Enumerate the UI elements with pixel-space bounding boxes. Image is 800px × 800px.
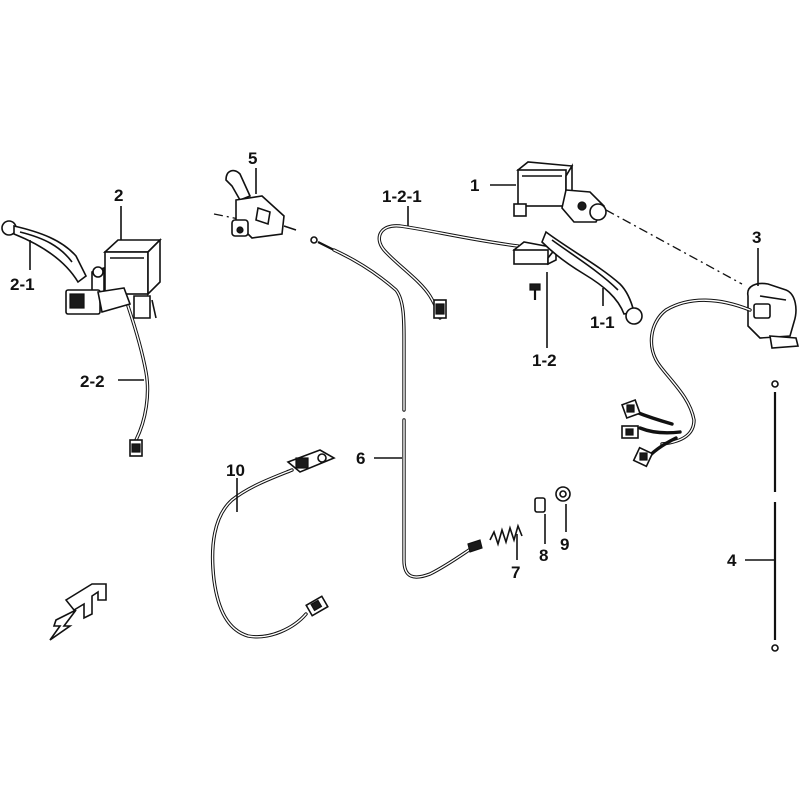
part-3-switch-housing	[621, 282, 800, 468]
part-2-master-cylinder	[1, 220, 162, 457]
label-4: 4	[727, 551, 737, 570]
part-4-rod	[771, 380, 779, 652]
part-10-switch-cable	[210, 449, 336, 639]
part-1-2-switch	[512, 241, 558, 300]
part-7-spring	[489, 523, 523, 547]
label-2-2: 2-2	[80, 372, 105, 391]
part-1-2-1-switch-wire	[377, 224, 520, 320]
part-2-1-lever	[1, 220, 88, 284]
label-2: 2	[114, 186, 123, 205]
part-8-cap	[534, 497, 546, 513]
leader-lines	[29, 168, 775, 561]
part-1-1-lever	[541, 230, 643, 325]
label-10: 10	[226, 461, 245, 480]
label-1-2-1: 1-2-1	[382, 187, 422, 206]
logo-bracket-icon	[49, 583, 107, 641]
label-8: 8	[539, 546, 548, 565]
label-1-2: 1-2	[532, 351, 557, 370]
label-5: 5	[248, 149, 257, 168]
part-9-nut	[555, 486, 571, 502]
label-1: 1	[470, 176, 479, 195]
label-6: 6	[356, 449, 365, 468]
label-1-1: 1-1	[590, 313, 615, 332]
part-6-cable	[310, 236, 483, 579]
part-1-master-cylinder	[513, 161, 743, 325]
label-3: 3	[752, 228, 761, 247]
part-5-lever-bracket	[213, 169, 297, 239]
label-9: 9	[560, 535, 569, 554]
label-7: 7	[511, 563, 520, 582]
label-2-1: 2-1	[10, 275, 35, 294]
part-labels: 2 2-1 2-2 5 1-2-1 1 1-2 1-1 3 4 6 10 7 8…	[10, 149, 761, 582]
